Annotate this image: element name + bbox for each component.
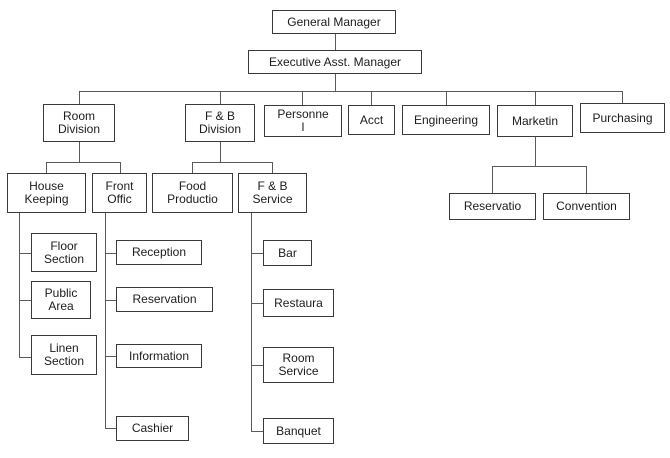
node-bar: Bar [263,240,312,266]
node-floor-section: Floor Section [31,233,97,272]
connector-line [105,213,106,429]
connector-line [371,91,372,105]
connector-line [19,253,31,254]
connector-line [120,162,121,173]
connector-line [251,253,263,254]
connector-line [105,253,116,254]
connector-line [446,91,447,105]
connector-line [105,300,116,301]
node-room-division: Room Division [43,104,115,142]
node-fb-division: F & B Division [185,104,255,142]
node-reception: Reception [116,240,202,265]
node-executive-asst-manager: Executive Asst. Manager [248,50,422,74]
connector-line [105,428,116,429]
connector-line [220,91,221,104]
node-convention: Convention [543,193,630,220]
connector-line [19,300,31,301]
node-banquet: Banquet [263,418,334,444]
node-front-office: Front Offic [92,173,147,213]
connector-line [492,166,587,167]
connector-line [19,213,20,358]
connector-line [251,365,263,366]
connector-line [251,431,263,432]
connector-line [535,91,536,105]
node-purchasing: Purchasing [580,103,665,133]
node-food-production: Food Productio [152,173,233,213]
connector-line [335,34,336,50]
node-cashier: Cashier [116,416,189,441]
connector-line [220,142,221,162]
connector-line [302,91,303,105]
connector-line [272,162,273,173]
node-house-keeping: House Keeping [7,173,86,213]
connector-line [79,91,80,104]
node-public-area: Public Area [31,281,91,319]
connector-line [335,74,336,91]
connector-line [535,137,536,166]
connector-line [586,166,587,193]
connector-line [251,303,263,304]
connector-line [79,91,623,92]
node-reservation: Reservation [116,287,213,312]
node-personnel: Personne l [264,105,342,137]
connector-line [492,166,493,193]
connector-line [192,162,193,173]
connector-line [192,162,273,163]
connector-line [46,162,47,173]
connector-line [622,91,623,103]
connector-line [79,142,80,162]
node-engineering: Engineering [402,105,490,135]
node-room-service: Room Service [263,347,334,383]
node-restaurant: Restaura [263,289,334,317]
node-marketing: Marketin [497,105,573,137]
node-information: Information [116,344,202,368]
node-fb-service: F & B Service [238,173,307,213]
node-linen-section: Linen Section [31,335,97,375]
node-general-manager: General Manager [272,10,396,34]
connector-line [46,162,121,163]
connector-line [105,356,116,357]
node-reservation-marketing: Reservatio [449,193,536,220]
node-acct: Acct [348,105,395,135]
connector-line [19,357,31,358]
connector-line [251,213,252,431]
